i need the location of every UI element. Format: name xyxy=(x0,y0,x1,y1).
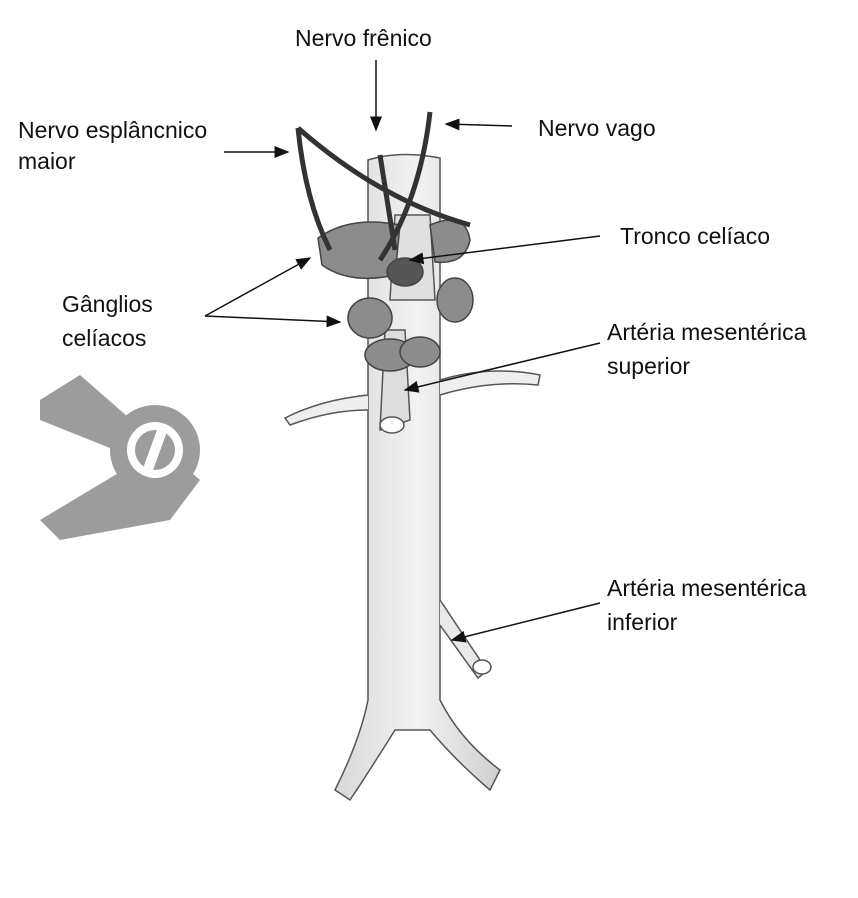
label-ima-2: inferior xyxy=(607,609,678,635)
label-sma-2: superior xyxy=(607,353,691,379)
label-sma-1: Artéria mesentérica xyxy=(607,319,807,345)
label-greater-splanchnic-nerve-1: Nervo esplâncnico xyxy=(18,117,208,143)
label-phrenic-nerve: Nervo frênico xyxy=(295,25,432,51)
label-celiac-ganglia-1: Gânglios xyxy=(62,291,153,317)
label-celiac-trunk: Tronco celíaco xyxy=(620,223,770,249)
label-ima-1: Artéria mesentérica xyxy=(607,575,807,601)
label-vagus-nerve: Nervo vago xyxy=(538,115,656,141)
leader-arrows xyxy=(204,60,601,643)
watermark-logo xyxy=(40,375,200,540)
celiac-ganglia xyxy=(317,219,474,372)
nerves xyxy=(295,111,471,262)
label-greater-splanchnic-nerve-2: maior xyxy=(18,148,76,174)
label-celiac-ganglia-2: celíacos xyxy=(62,325,147,351)
